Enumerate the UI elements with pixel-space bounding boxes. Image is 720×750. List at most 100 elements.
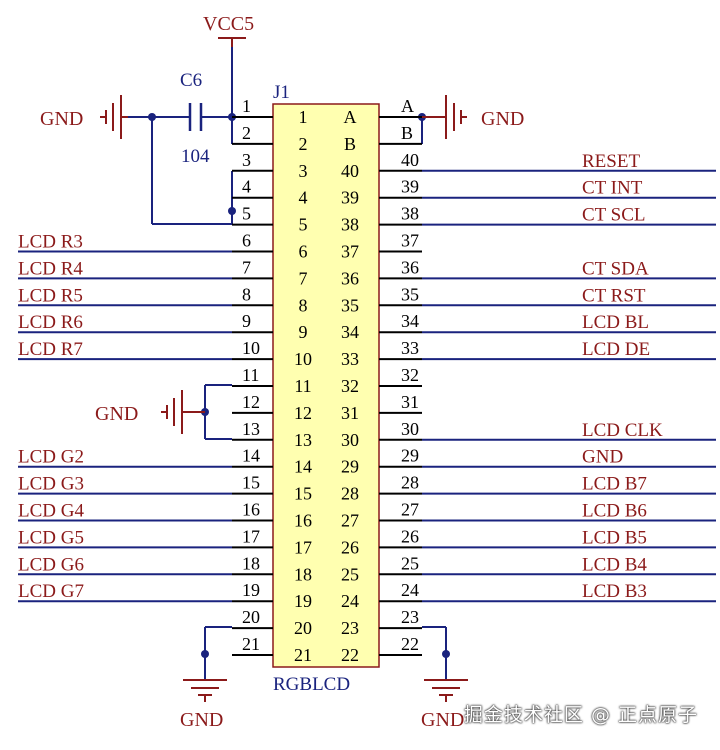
inner-right-34: 34 xyxy=(341,322,359,342)
left-pin-num-20: 20 xyxy=(242,607,260,627)
inner-right-32: 32 xyxy=(341,376,359,396)
net-label-lcd-b7: LCD B7 xyxy=(582,474,647,495)
watermark: 掘金技术社区 @ 正点原子 xyxy=(463,704,698,726)
net-label-lcd-g6: LCD G6 xyxy=(18,554,84,575)
left-pin-num-9: 9 xyxy=(242,311,251,331)
inner-right-25: 25 xyxy=(341,564,359,584)
right-pin-num-38: 38 xyxy=(401,204,419,224)
inner-right-39: 39 xyxy=(341,188,359,208)
left-pin-num-14: 14 xyxy=(242,446,260,466)
connector-body xyxy=(272,103,380,668)
inner-right-22: 22 xyxy=(341,645,359,665)
inner-right-31: 31 xyxy=(341,403,359,423)
left-pin-num-10: 10 xyxy=(242,338,260,358)
connector-ref: J1 xyxy=(273,82,290,103)
inner-right-24: 24 xyxy=(341,591,359,611)
right-pin-num-34: 34 xyxy=(401,311,419,331)
net-label-lcd-r7: LCD R7 xyxy=(18,339,83,360)
inner-right-27: 27 xyxy=(341,511,359,531)
inner-right-30: 30 xyxy=(341,430,359,450)
left-pin-num-5: 5 xyxy=(242,204,251,224)
inner-left-18: 18 xyxy=(294,564,312,584)
net-label-ct-rst: CT RST xyxy=(582,285,646,306)
net-label-ct-scl: CT SCL xyxy=(582,205,646,226)
inner-left-19: 19 xyxy=(294,591,312,611)
gnd-label-mid-left: GND xyxy=(95,403,138,425)
left-pin-num-1: 1 xyxy=(242,96,251,116)
left-pin-num-4: 4 xyxy=(242,177,251,197)
right-pin-num-28: 28 xyxy=(401,473,419,493)
net-label-lcd-g4: LCD G4 xyxy=(18,501,84,522)
left-pin-num-3: 3 xyxy=(242,150,251,170)
right-pin-num-32: 32 xyxy=(401,365,419,385)
inner-right-35: 35 xyxy=(341,295,359,315)
right-pin-num-26: 26 xyxy=(401,526,419,546)
gnd-label-bottom-right: GND xyxy=(421,709,464,731)
vcc-label: VCC5 xyxy=(203,13,254,35)
inner-right-28: 28 xyxy=(341,484,359,504)
inner-left-16: 16 xyxy=(294,511,312,531)
left-pin-num-6: 6 xyxy=(242,231,251,251)
net-label-lcd-g3: LCD G3 xyxy=(18,474,84,495)
cap-ref: C6 xyxy=(180,70,202,91)
inner-left-20: 20 xyxy=(294,618,312,638)
net-label-lcd-b4: LCD B4 xyxy=(582,554,647,575)
inner-left-5: 5 xyxy=(299,215,308,235)
right-pin-num-35: 35 xyxy=(401,284,419,304)
right-pin-num-40: 40 xyxy=(401,150,419,170)
right-pin-num-31: 31 xyxy=(401,392,419,412)
left-pin-num-12: 12 xyxy=(242,392,260,412)
net-label-reset: RESET xyxy=(582,151,640,172)
right-pin-num-33: 33 xyxy=(401,338,419,358)
net-label-lcd-g7: LCD G7 xyxy=(18,581,84,602)
inner-left-8: 8 xyxy=(299,295,308,315)
inner-left-14: 14 xyxy=(294,457,312,477)
left-pin-num-2: 2 xyxy=(242,123,251,143)
inner-right-26: 26 xyxy=(341,537,359,557)
net-label-lcd-bl: LCD BL xyxy=(582,312,649,333)
inner-left-1: 1 xyxy=(299,107,308,127)
right-pin-num-37: 37 xyxy=(401,231,419,251)
left-pin-num-7: 7 xyxy=(242,257,251,277)
inner-right-B: B xyxy=(344,134,356,154)
gnd-label-top-left: GND xyxy=(40,108,83,130)
left-pin-num-16: 16 xyxy=(242,500,260,520)
net-label-lcd-b3: LCD B3 xyxy=(582,581,647,602)
left-pin-num-21: 21 xyxy=(242,634,260,654)
net-label-lcd-r6: LCD R6 xyxy=(18,312,83,333)
inner-left-13: 13 xyxy=(294,430,312,450)
cap-value: 104 xyxy=(181,146,210,167)
right-pin-num-29: 29 xyxy=(401,446,419,466)
right-pin-num-27: 27 xyxy=(401,500,419,520)
left-pin-num-18: 18 xyxy=(242,553,260,573)
right-pin-num-39: 39 xyxy=(401,177,419,197)
right-pin-num-B: B xyxy=(401,123,413,143)
inner-left-15: 15 xyxy=(294,484,312,504)
inner-left-12: 12 xyxy=(294,403,312,423)
inner-left-4: 4 xyxy=(299,188,308,208)
net-label-ct-int: CT INT xyxy=(582,178,643,199)
left-pin-num-15: 15 xyxy=(242,473,260,493)
left-pin-num-19: 19 xyxy=(242,580,260,600)
junction-gnd-br xyxy=(442,650,450,658)
left-pin-num-17: 17 xyxy=(242,526,260,546)
inner-right-40: 40 xyxy=(341,161,359,181)
net-label-ct-sda: CT SDA xyxy=(582,258,649,279)
left-pin-num-13: 13 xyxy=(242,419,260,439)
net-label-lcd-r4: LCD R4 xyxy=(18,258,83,279)
right-pin-num-30: 30 xyxy=(401,419,419,439)
net-label-lcd-clk: LCD CLK xyxy=(582,420,663,441)
net-label-lcd-b6: LCD B6 xyxy=(582,501,647,522)
right-pin-num-25: 25 xyxy=(401,553,419,573)
inner-right-37: 37 xyxy=(341,242,359,262)
left-pin-num-11: 11 xyxy=(242,365,259,385)
inner-right-33: 33 xyxy=(341,349,359,369)
inner-right-A: A xyxy=(344,107,357,127)
inner-right-23: 23 xyxy=(341,618,359,638)
net-label-lcd-b5: LCD B5 xyxy=(582,527,647,548)
right-pin-num-A: A xyxy=(401,96,414,116)
inner-left-3: 3 xyxy=(299,161,308,181)
right-pin-num-24: 24 xyxy=(401,580,419,600)
net-label-gnd: GND xyxy=(582,447,623,468)
